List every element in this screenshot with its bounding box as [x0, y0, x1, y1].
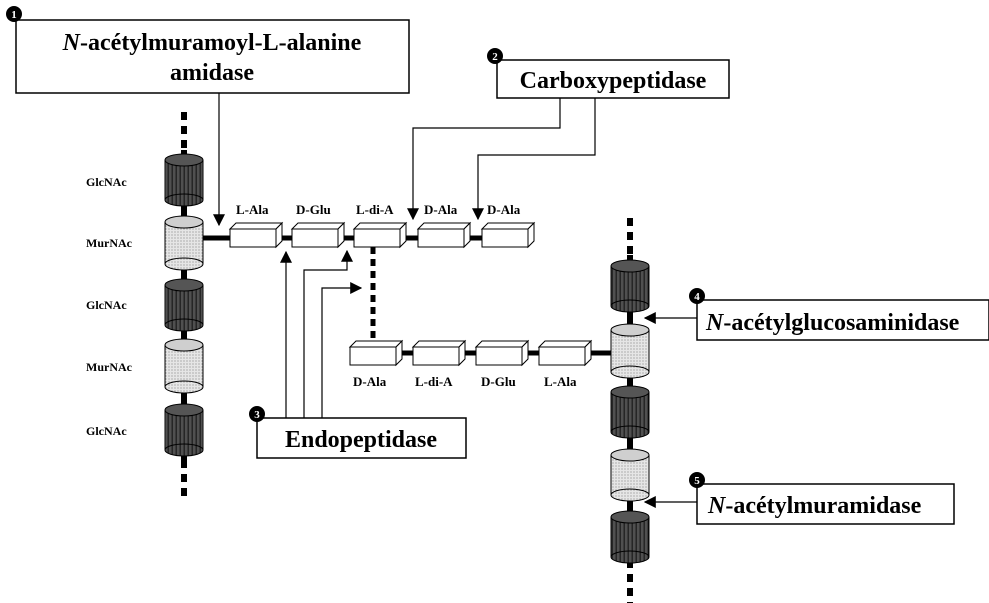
- amino-acid-label: D-Ala: [424, 202, 458, 217]
- number-badge-text: 3: [254, 409, 260, 421]
- enzyme-5-name: N-acétylmuramidase: [707, 493, 922, 519]
- amino-acid-box: [482, 223, 534, 247]
- glcnac-cylinder: [165, 279, 203, 331]
- number-badge-text: 2: [492, 51, 498, 63]
- amino-acid-label: D-Glu: [481, 374, 516, 389]
- glcnac-cylinder: [165, 154, 203, 206]
- amino-acid-label: L-Ala: [236, 202, 269, 217]
- glcnac-cylinder: [611, 386, 649, 438]
- number-badge-text: 5: [694, 475, 700, 487]
- enzyme-1-name-line1: N-acétylmuramoyl-L-alanine: [62, 30, 362, 56]
- enzyme-4-callout: 4 N-acétylglucosaminidase: [645, 288, 989, 340]
- glcnac-cylinder: [611, 260, 649, 312]
- amino-acid-box: [539, 341, 591, 365]
- number-badge-text: 1: [11, 9, 17, 21]
- enzyme-4-name: N-acétylglucosaminidase: [705, 310, 960, 336]
- glcnac-cylinder: [165, 404, 203, 456]
- left-glycan-chain: GlcNAc MurNAc GlcNAc MurNAc GlcNAc: [86, 112, 203, 500]
- sugar-label: GlcNAc: [86, 298, 127, 312]
- amino-acid-label: D-Ala: [487, 202, 521, 217]
- amino-acid-box: [418, 223, 470, 247]
- amino-acid-box: [354, 223, 406, 247]
- amino-acid-label: L-Ala: [544, 374, 577, 389]
- sugar-label: GlcNAc: [86, 175, 127, 189]
- glcnac-cylinder: [611, 511, 649, 563]
- amino-acid-label: D-Ala: [353, 374, 387, 389]
- enzyme-2-name: Carboxypeptidase: [520, 68, 707, 94]
- amino-acid-box: [476, 341, 528, 365]
- enzyme-5-callout: 5 N-acétylmuramidase: [645, 472, 954, 524]
- amino-acid-label: L-di-A: [356, 202, 394, 217]
- murnac-cylinder: [165, 216, 203, 270]
- sugar-label: MurNAc: [86, 236, 133, 250]
- enzyme-1-callout: 1 N-acétylmuramoyl-L-alanine amidase: [6, 6, 409, 225]
- enzyme-2-arrow-a: [413, 98, 560, 219]
- amino-acid-box: [413, 341, 465, 365]
- right-glycan-chain: [611, 218, 649, 603]
- enzyme-2-callout: 2 Carboxypeptidase: [413, 48, 729, 219]
- bottom-peptide-stem: D-Ala L-di-A D-Glu L-Ala: [350, 341, 611, 389]
- murnac-cylinder: [165, 339, 203, 393]
- enzyme-2-arrow-b: [478, 98, 595, 219]
- amino-acid-label: L-di-A: [415, 374, 453, 389]
- enzyme-3-arrow-b: [304, 251, 347, 418]
- murnac-cylinder: [611, 449, 649, 501]
- murnac-cylinder: [611, 324, 649, 378]
- enzyme-1-name-line2: amidase: [170, 60, 254, 86]
- enzyme-3-name: Endopeptidase: [285, 427, 437, 453]
- sugar-label: MurNAc: [86, 360, 133, 374]
- amino-acid-label: D-Glu: [296, 202, 331, 217]
- number-badge-text: 4: [694, 291, 700, 303]
- amino-acid-box: [230, 223, 282, 247]
- sugar-label: GlcNAc: [86, 424, 127, 438]
- top-peptide-stem: L-Ala D-Glu L-di-A D-Ala D-Ala: [203, 202, 534, 247]
- amino-acid-box: [350, 341, 402, 365]
- amino-acid-box: [292, 223, 344, 247]
